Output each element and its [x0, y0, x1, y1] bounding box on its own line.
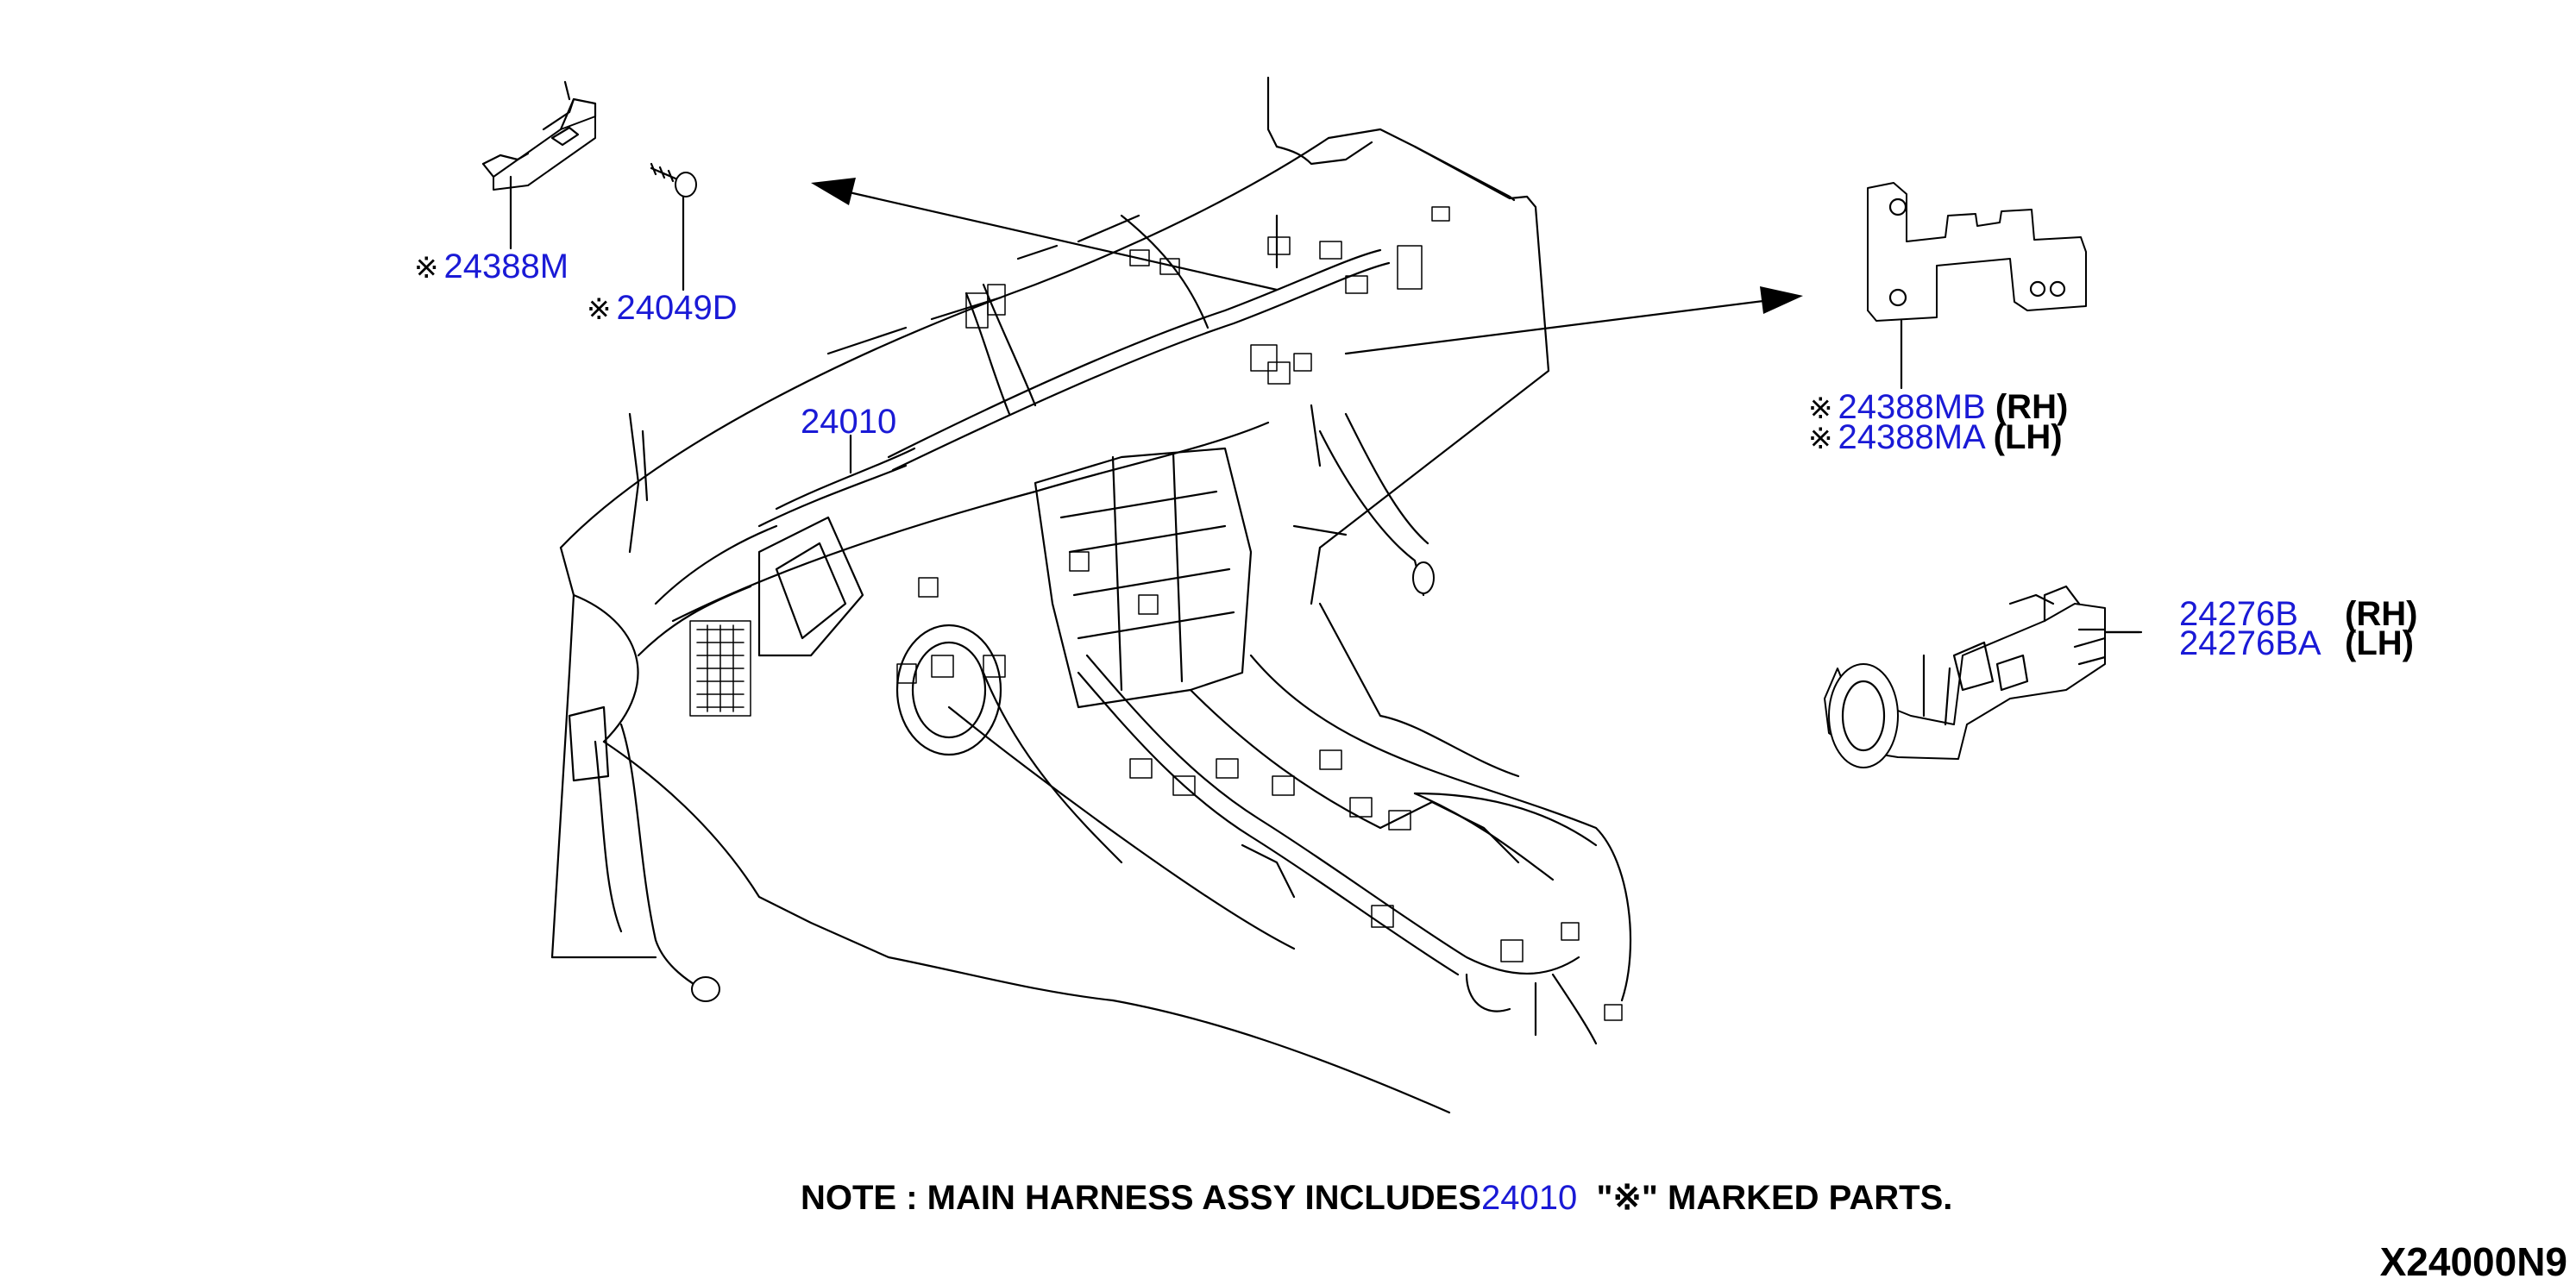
part-number-24388ma[interactable]: 24388MA — [1838, 418, 1984, 456]
bolt-24049d-drawing — [650, 162, 697, 291]
note-part-number[interactable]: 24010 — [1480, 1179, 1578, 1217]
label-24049d: ※24049D — [587, 291, 738, 327]
marked-symbol: ※ — [1808, 392, 1833, 425]
label-24388m: ※24388M — [414, 249, 569, 285]
side-lh: (LH) — [1993, 418, 2063, 456]
bracket-24388mb-drawing — [1867, 182, 2087, 390]
dashboard-harness-drawing — [550, 76, 1632, 1114]
note-suffix: "※" MARKED PARTS. — [1596, 1179, 1953, 1217]
label-24388ma: ※24388MA (LH) — [1808, 420, 2063, 456]
marked-symbol: ※ — [414, 252, 439, 285]
arrow-to-24049d — [811, 178, 1279, 291]
marked-symbol: ※ — [587, 293, 612, 326]
label-24276ba-side: (LH) — [2345, 626, 2414, 661]
marked-symbol: ※ — [1808, 423, 1833, 455]
part-number-24388mb[interactable]: 24388MB — [1838, 388, 1986, 426]
part-number-24010[interactable]: 24010 — [801, 403, 897, 441]
part-number-24388m[interactable]: 24388M — [443, 248, 569, 285]
label-24276b: 24276B — [2179, 597, 2298, 631]
arrow-to-24388mb — [1344, 286, 1803, 355]
label-24388mb: ※24388MB (RH) — [1808, 390, 2068, 426]
part-number-24276ba[interactable]: 24276BA — [2179, 624, 2322, 662]
side-lh: (LH) — [2345, 624, 2414, 662]
note-prefix: NOTE : MAIN HARNESS ASSY INCLUDES — [801, 1179, 1481, 1217]
note: NOTE : MAIN HARNESS ASSY INCLUDES24010 "… — [801, 1178, 1952, 1218]
label-24276ba: 24276BA — [2179, 626, 2322, 661]
label-24276b-side: (RH) — [2345, 597, 2417, 631]
side-rh: (RH) — [2345, 595, 2418, 633]
part-number-24276b[interactable]: 24276B — [2179, 595, 2298, 633]
clip-24388m-drawing — [481, 80, 597, 250]
part-number-24049d[interactable]: 24049D — [616, 289, 738, 327]
label-24010: 24010 — [801, 404, 896, 439]
diagram-code: X24000N9 — [2379, 1239, 2567, 1284]
cover-24276b-drawing — [1824, 585, 2141, 768]
side-rh: (RH) — [1995, 388, 2069, 426]
